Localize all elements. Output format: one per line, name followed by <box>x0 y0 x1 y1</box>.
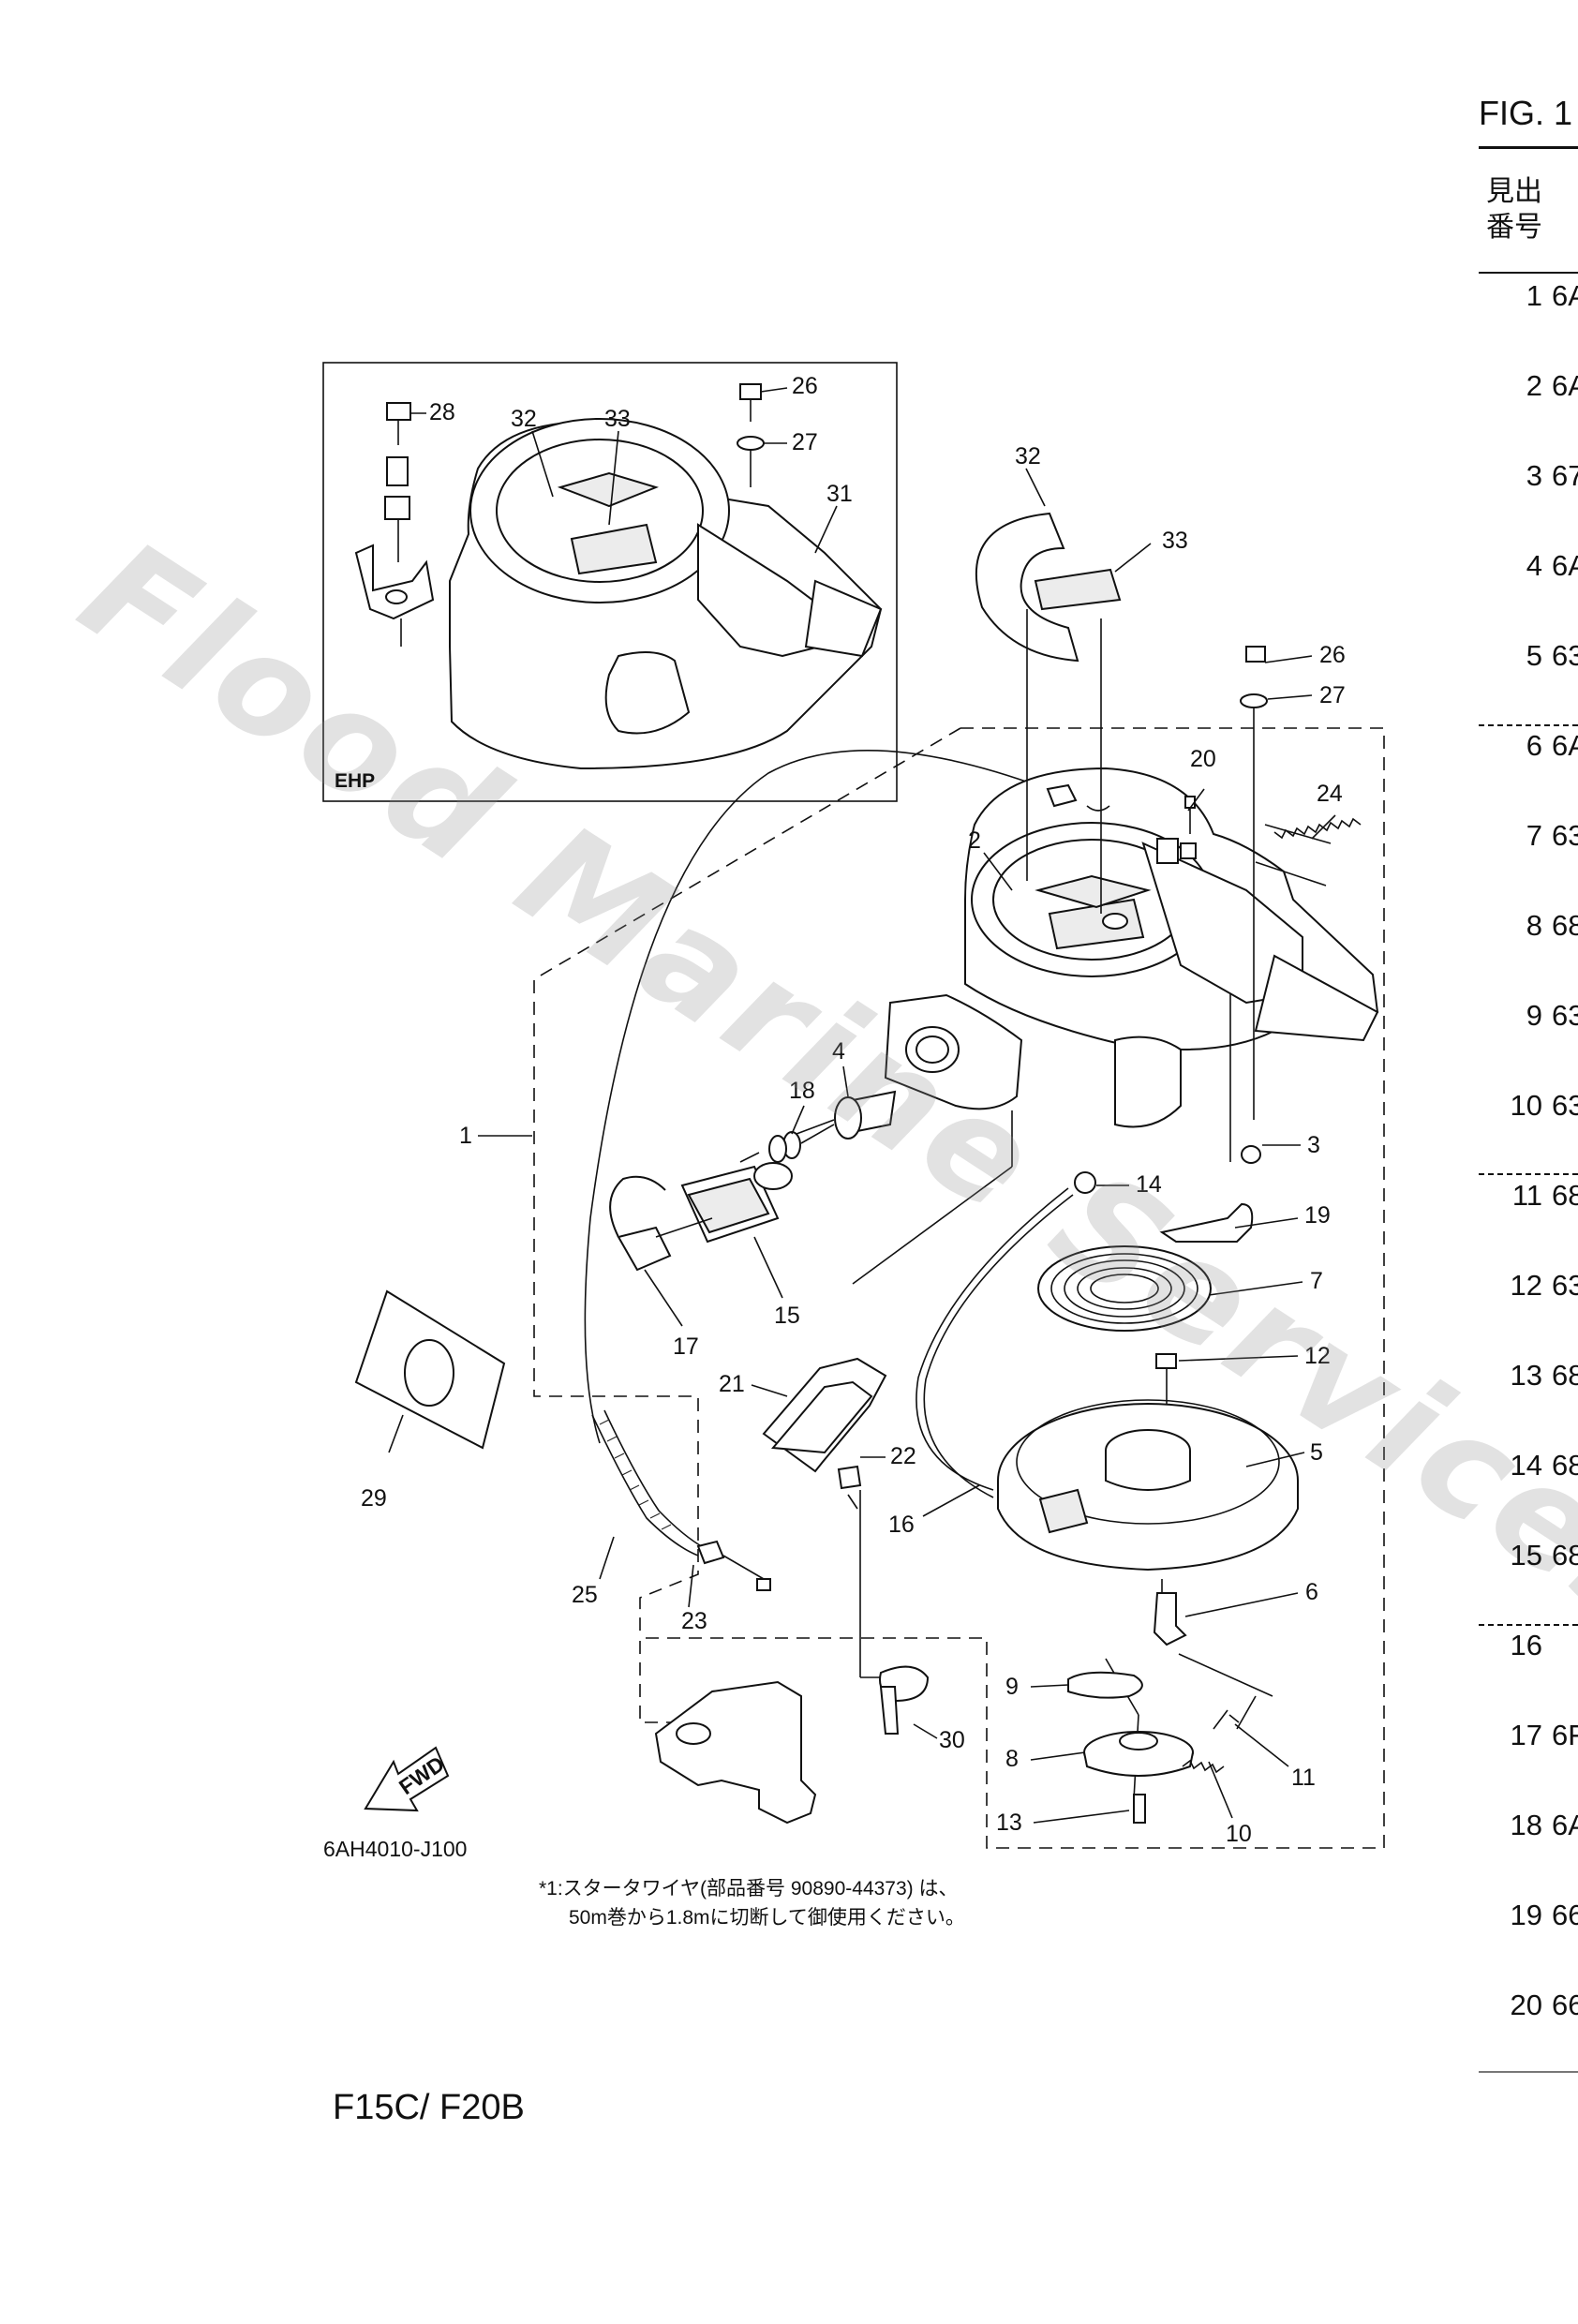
callout-15: 15 <box>774 1303 800 1329</box>
table-row: 16 <box>1510 1629 1542 1661</box>
inset-callout-33: 33 <box>604 406 631 432</box>
callout-7: 7 <box>1310 1268 1323 1294</box>
spring-and-guide <box>1046 783 1362 886</box>
model-name: F15C/ F20B <box>333 2088 525 2127</box>
mount-bracket <box>654 1680 817 1825</box>
figure-title: FIG. 1 <box>1479 94 1573 132</box>
callout-29: 29 <box>361 1485 387 1512</box>
figure-rule <box>1479 146 1578 149</box>
table-bottom-rule <box>1479 2071 1578 2073</box>
starter-case <box>884 767 1379 1128</box>
mount-bracket-hole <box>676 1722 711 1745</box>
footnote-line1: *1:スタータワイヤ(部品番号 90890-44373) は、 <box>539 1878 959 1899</box>
callout-20: 20 <box>1190 746 1216 772</box>
callout-4: 4 <box>832 1038 845 1065</box>
group-separator <box>1479 724 1578 726</box>
assembly-outlines <box>533 727 1385 1849</box>
callout-3: 3 <box>1307 1132 1320 1158</box>
callout-5: 5 <box>1310 1439 1323 1466</box>
ehp-inset <box>322 362 898 802</box>
callout-26: 26 <box>1319 642 1346 668</box>
control-cable <box>591 1409 771 1608</box>
footnote-line2: 50m巻から1.8mに切断して御使用ください。 <box>569 1907 965 1929</box>
callout-25: 25 <box>572 1582 598 1608</box>
footnote: *1:スタータワイヤ(部品番号 90890-44373) は、 50m巻から1.… <box>539 1874 965 1932</box>
callout-1: 1 <box>459 1123 472 1149</box>
inset-label: EHP <box>335 770 376 792</box>
callout-32: 32 <box>1015 443 1041 469</box>
callout-30: 30 <box>939 1727 965 1753</box>
starter-rope-curve <box>584 750 1043 1444</box>
fwd-arrow-icon: FWD <box>364 1746 450 1812</box>
callout-22: 22 <box>890 1443 916 1469</box>
callout-9: 9 <box>1005 1674 1019 1700</box>
callout-21: 21 <box>719 1371 745 1397</box>
ref-no-header-line1: 見出 <box>1486 176 1542 207</box>
callout-8: 8 <box>1005 1746 1019 1772</box>
callout-11: 11 <box>1291 1765 1316 1791</box>
rope-guide <box>739 1090 897 1163</box>
diagram-code: 6AH4010-J100 <box>323 1837 468 1861</box>
callout-6: 6 <box>1305 1579 1318 1605</box>
starter-handle <box>609 1162 793 1272</box>
spiral-spring <box>1037 1245 1212 1332</box>
group-separator <box>1479 1624 1578 1626</box>
screw-12 <box>1155 1353 1177 1369</box>
decals <box>975 468 1152 663</box>
callout-12: 12 <box>1304 1343 1331 1369</box>
callout-13: 13 <box>996 1810 1022 1836</box>
lower-parts <box>1067 1653 1273 1824</box>
inset-callout-32: 32 <box>511 406 537 432</box>
callout-27: 27 <box>1319 682 1346 708</box>
inset-callout-26: 26 <box>792 373 818 399</box>
pawl-19 <box>1159 1202 1254 1243</box>
callout-10: 10 <box>1226 1821 1252 1847</box>
rope-reel <box>997 1399 1299 1572</box>
pin-6 <box>1153 1592 1187 1646</box>
throttle-bracket <box>762 1357 887 1510</box>
header-rule <box>1479 272 1578 274</box>
callout-24: 24 <box>1317 781 1343 807</box>
callout-14: 14 <box>1136 1171 1162 1198</box>
callouts: 1 2 3 4 5 6 7 8 9 10 11 12 13 14 15 16 1… <box>361 373 1346 1847</box>
clip-30 <box>879 1665 938 1739</box>
inset-callout-28: 28 <box>429 399 455 425</box>
cable <box>916 1171 1096 1498</box>
group-separator <box>1479 1173 1578 1175</box>
callout-2: 2 <box>968 827 981 854</box>
assembly-axes <box>852 609 1255 1800</box>
inset-callout-27: 27 <box>792 429 818 455</box>
grommet-29 <box>354 1289 506 1453</box>
inset-callout-31: 31 <box>826 481 853 507</box>
callout-17: 17 <box>673 1333 699 1360</box>
callout-19: 19 <box>1304 1202 1331 1229</box>
callout-18: 18 <box>789 1078 815 1104</box>
callout-33: 33 <box>1162 528 1188 554</box>
ref-no-header: 見出 番号 <box>1486 174 1542 246</box>
callout-16: 16 <box>888 1512 915 1538</box>
ref-no-header-line2: 番号 <box>1486 212 1542 243</box>
callout-23: 23 <box>681 1608 707 1634</box>
collar-3 <box>1241 1145 1261 1164</box>
